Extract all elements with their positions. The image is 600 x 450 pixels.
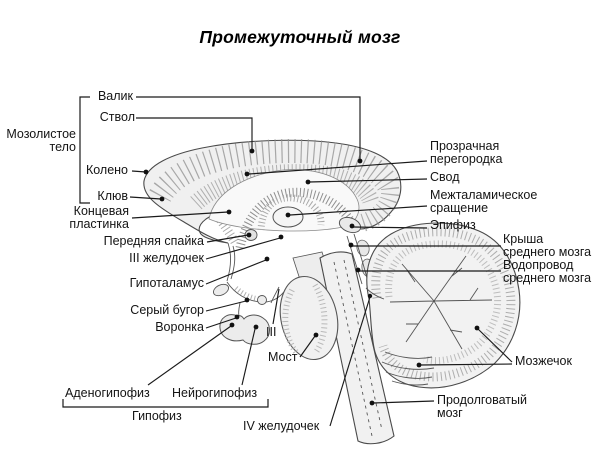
medulla-shape <box>319 251 395 445</box>
leader-mozzhechok-1 <box>477 328 513 363</box>
label-krysha: Крыша среднего мозга <box>503 232 592 259</box>
leader-third-ventricle <box>205 237 281 260</box>
leader-prodolgovaty <box>372 400 435 404</box>
label-voronka: Воронка <box>155 320 204 334</box>
label-most: Мост <box>268 350 298 364</box>
leader-kontsevaya <box>131 211 229 219</box>
label-valik: Валик <box>97 89 133 103</box>
leader-voronka <box>205 317 237 329</box>
mammillary-body-shape <box>257 295 267 305</box>
label-koleno: Колено <box>85 163 128 177</box>
brackets <box>62 96 269 408</box>
leader-iv-ventricle <box>329 296 371 427</box>
leader-third-nerve <box>272 288 280 325</box>
label-adenogipofiz: Аденогипофиз <box>65 386 150 400</box>
pituitary-shape <box>219 314 270 345</box>
brain-drawing <box>143 138 521 445</box>
label-third-ventricle: III желудочек <box>129 251 204 265</box>
leader-prozrachnaya <box>248 160 428 175</box>
leader-epifiz <box>352 226 428 229</box>
medullary-velum-line <box>365 287 385 300</box>
label-kontsevaya: Концевая пластинка <box>69 204 129 231</box>
leader-mozzhechok-2 <box>419 363 513 366</box>
label-mezhtalamicheskoe: Межталамическое сращение <box>430 188 538 215</box>
leader-neyrogipofiz <box>241 328 256 386</box>
label-prozrachnaya: Прозрачная перегородка <box>430 139 503 166</box>
cerebellum-shape <box>366 222 521 389</box>
arbor-vitae-branches <box>389 255 493 350</box>
leader-lines <box>129 96 513 427</box>
medulla-texture <box>333 259 383 437</box>
label-perednyaya: Передняя спайка <box>103 234 204 248</box>
genu-column-hatch <box>212 211 240 247</box>
label-corpus-callosum: Мозолистое тело <box>6 127 76 154</box>
label-epifiz: Эпифиз <box>430 218 476 232</box>
tectum-colliculus-upper <box>356 239 370 257</box>
label-vodoprovod: Водопровод среднего мозга <box>503 258 592 285</box>
corpus-callosum-bracket <box>79 96 90 204</box>
label-gipofiz: Гипофиз <box>132 409 182 423</box>
cerebellum-striations <box>381 351 435 386</box>
optic-chiasm-shape <box>212 283 230 297</box>
leader-gipotalamus <box>205 259 267 285</box>
leader-most <box>299 335 316 358</box>
leader-stvol <box>136 117 253 149</box>
cerebellum-folia-inner <box>385 240 502 365</box>
lamina-terminalis-line <box>226 242 231 282</box>
label-iv-ventricle: IV желудочек <box>243 419 320 433</box>
leader-mezhtalamicheskoe <box>289 205 428 216</box>
lamina-terminalis-line2 <box>230 245 236 280</box>
label-svod: Свод <box>430 170 460 184</box>
label-prodolgovaty: Продолговатый мозг <box>437 393 527 420</box>
label-neyrogipofiz: Нейрогипофиз <box>172 386 258 400</box>
oculomotor-rootlet-line <box>270 286 280 304</box>
label-seryy-bugor: Серый бугор <box>130 303 204 317</box>
pons-shape <box>279 275 339 361</box>
label-mozzhechok: Мозжечок <box>515 354 572 368</box>
leader-valik <box>136 96 361 160</box>
pointer-dots <box>143 148 480 406</box>
hypophysis-bracket <box>62 399 269 408</box>
label-stvol: Ствол <box>99 110 135 124</box>
fornix-shape <box>235 187 354 250</box>
leader-adenogipofiz <box>147 325 232 386</box>
aqueduct-line-left <box>346 235 363 285</box>
label-klyuv: Клюв <box>97 189 128 203</box>
leader-seryy-bugor <box>205 300 247 312</box>
leader-perednyaya <box>206 234 249 243</box>
infundibulum-line <box>238 302 241 317</box>
leader-klyuv <box>129 196 162 200</box>
label-gipotalamus: Гипоталамус <box>129 276 204 290</box>
diagram-title: Промежуточный мозг <box>199 27 401 47</box>
label-third-nerve: III <box>266 325 277 339</box>
pons-texture <box>282 283 328 354</box>
leader-svod <box>308 178 428 183</box>
